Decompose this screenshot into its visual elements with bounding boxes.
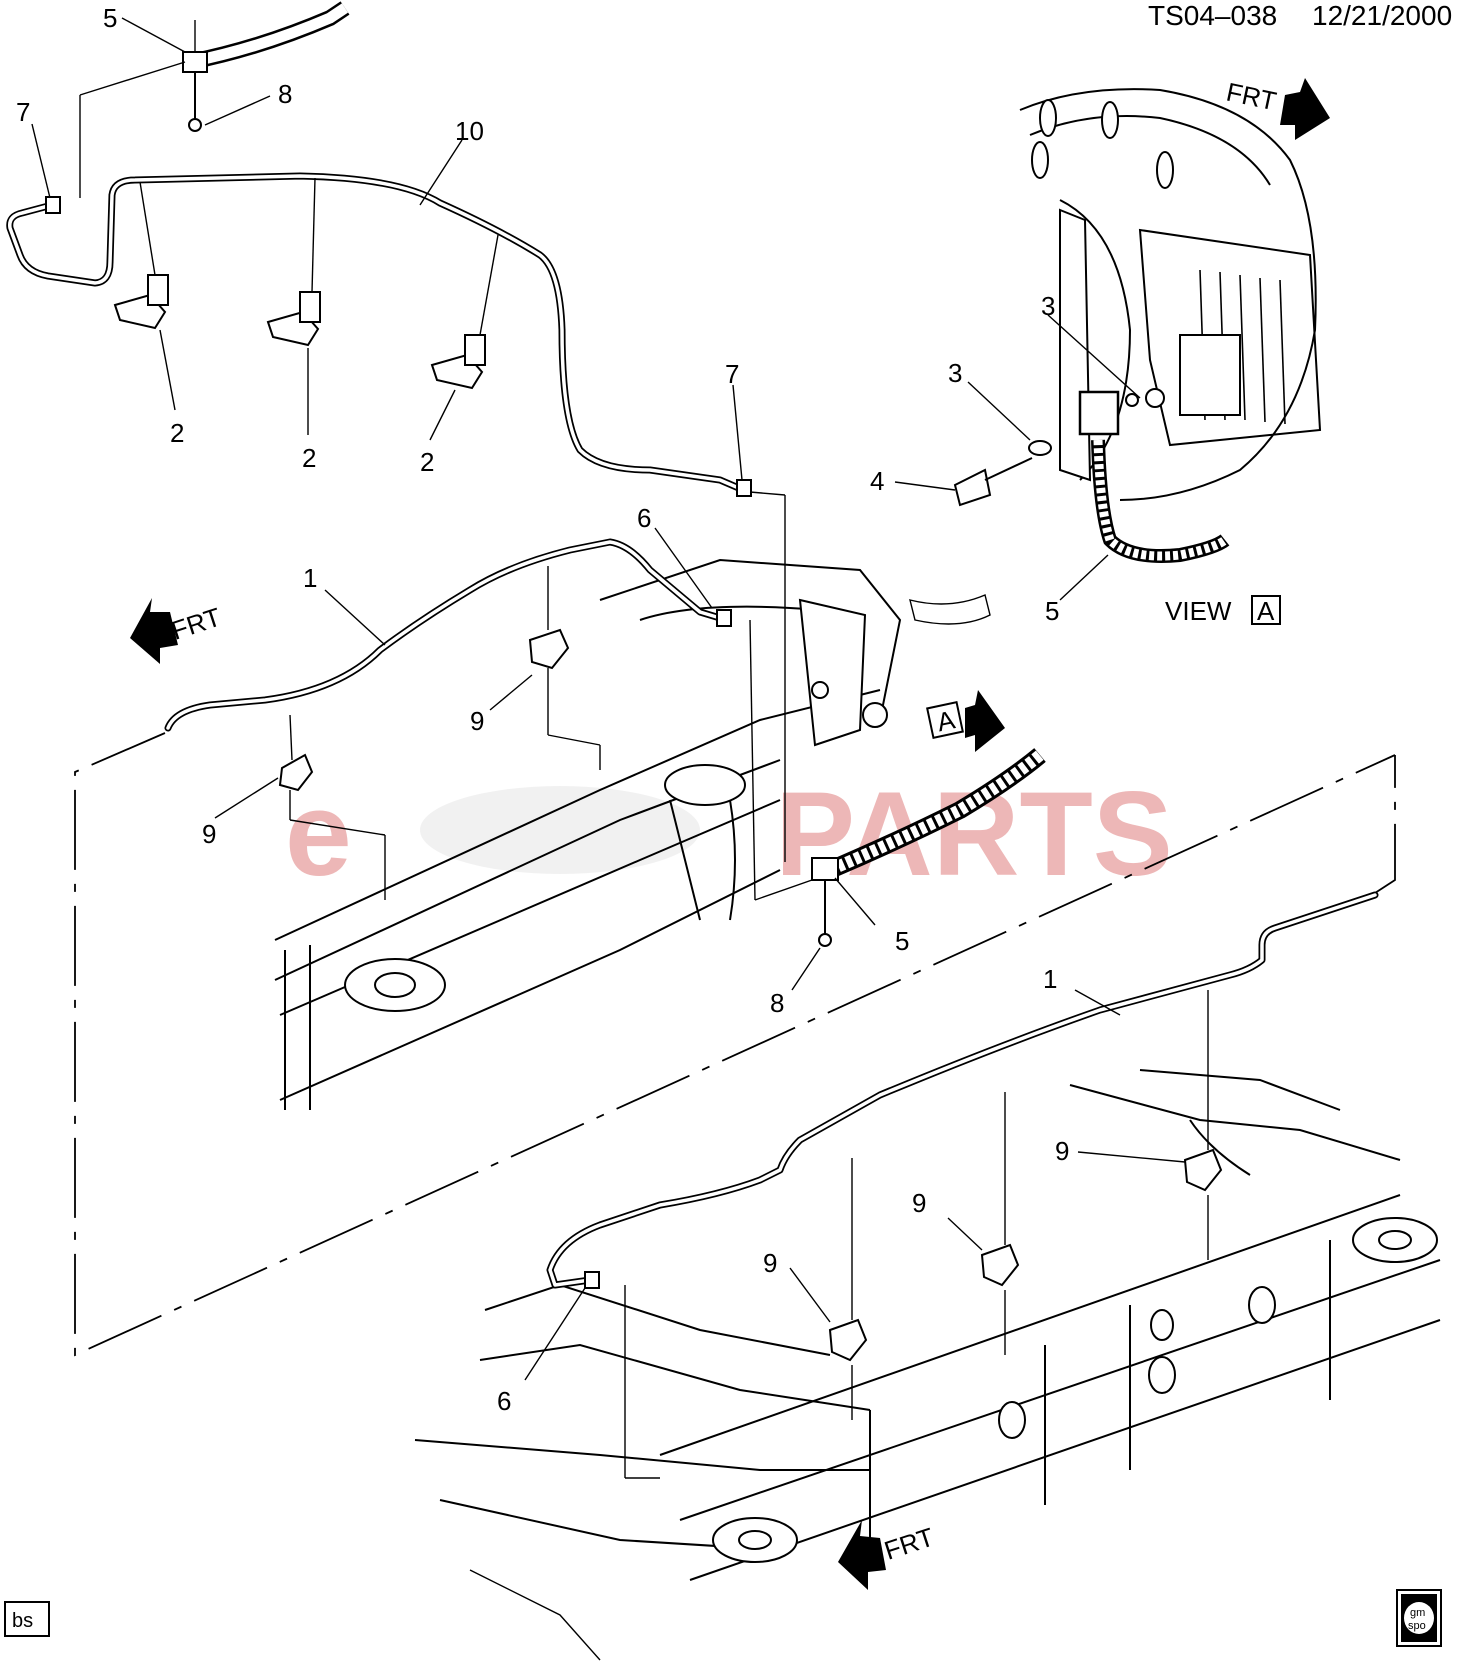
- label-3-b: 3: [948, 358, 962, 388]
- diagram-code: TS04–038: [1148, 0, 1277, 31]
- clip-9-a: [278, 714, 314, 820]
- label-5-mid: 5: [895, 926, 909, 956]
- watermark: e PARTS: [285, 767, 1173, 901]
- label-9-a: 9: [470, 706, 484, 736]
- view-label: VIEW: [1165, 596, 1232, 626]
- frt-arrow-top-right: FRT: [1224, 77, 1330, 140]
- label-10: 10: [455, 116, 484, 146]
- label-2-a: 2: [170, 418, 184, 448]
- label-9-d: 9: [912, 1188, 926, 1218]
- view-a-assembly: [953, 88, 1322, 563]
- frt-arrow-mid-left: FRT: [130, 598, 225, 664]
- middle-frame: [274, 558, 991, 1110]
- diagram-date: 12/21/2000: [1312, 0, 1452, 31]
- label-1-upper: 1: [303, 563, 317, 593]
- view-letter-box: [1251, 595, 1281, 625]
- brake-hose-top: [182, 1, 350, 132]
- label-2-b: 2: [302, 443, 316, 473]
- clip-9-b: [528, 566, 570, 735]
- watermark-gray-blob: [420, 786, 700, 874]
- bs-tag-box: [4, 1601, 50, 1637]
- fitting-6-mid: [716, 609, 732, 627]
- brake-pipe-10: [6, 172, 752, 497]
- label-9-c: 9: [1055, 1136, 1069, 1166]
- gm-spo-logo: gm spo: [1396, 1589, 1442, 1647]
- svg-text:FRT: FRT: [1224, 77, 1279, 117]
- fitting-7-left: [45, 196, 61, 214]
- clip-9-e: [1183, 990, 1223, 1260]
- svg-text:gm: gm: [1410, 1607, 1425, 1619]
- fitting-7-mid: [736, 479, 752, 497]
- label-8-mid: 8: [770, 988, 784, 1018]
- svg-text:FRT: FRT: [881, 1522, 938, 1566]
- clip-2-b: [266, 291, 321, 347]
- label-3-a: 3: [1041, 291, 1055, 321]
- label-9-e: 9: [763, 1248, 777, 1278]
- label-6-mid: 6: [637, 503, 651, 533]
- label-1-lower: 1: [1043, 964, 1057, 994]
- label-6-low: 6: [497, 1386, 511, 1416]
- label-9-b: 9: [202, 819, 216, 849]
- bs-tag: bs: [12, 1610, 33, 1632]
- watermark-parts: PARTS: [775, 767, 1173, 901]
- view-letter: A: [1257, 596, 1275, 626]
- label-2-c: 2: [420, 447, 434, 477]
- view-a-callout: A: [926, 690, 1005, 752]
- lower-frame: [414, 1069, 1441, 1661]
- svg-text:spo: spo: [1408, 1620, 1426, 1632]
- label-4: 4: [870, 466, 884, 496]
- fitting-6-low: [584, 1271, 600, 1289]
- clip-2-a: [113, 274, 169, 330]
- label-8-top: 8: [278, 79, 292, 109]
- clip-2-c: [430, 334, 486, 390]
- label-5-top: 5: [103, 3, 117, 33]
- brake-hose-mid: [811, 748, 1046, 947]
- label-7-mid: 7: [725, 359, 739, 389]
- label-7-left: 7: [16, 97, 30, 127]
- brake-pipe-1-lower: [546, 891, 1379, 1289]
- watermark-e: e: [285, 767, 352, 901]
- frt-arrow-bottom: FRT: [838, 1520, 938, 1590]
- clip-9-c: [828, 1158, 868, 1420]
- brake-pipe-1-upper: [164, 538, 732, 732]
- clip-9-d: [980, 1092, 1020, 1355]
- svg-text:A: A: [934, 704, 958, 737]
- label-5-view: 5: [1045, 596, 1059, 626]
